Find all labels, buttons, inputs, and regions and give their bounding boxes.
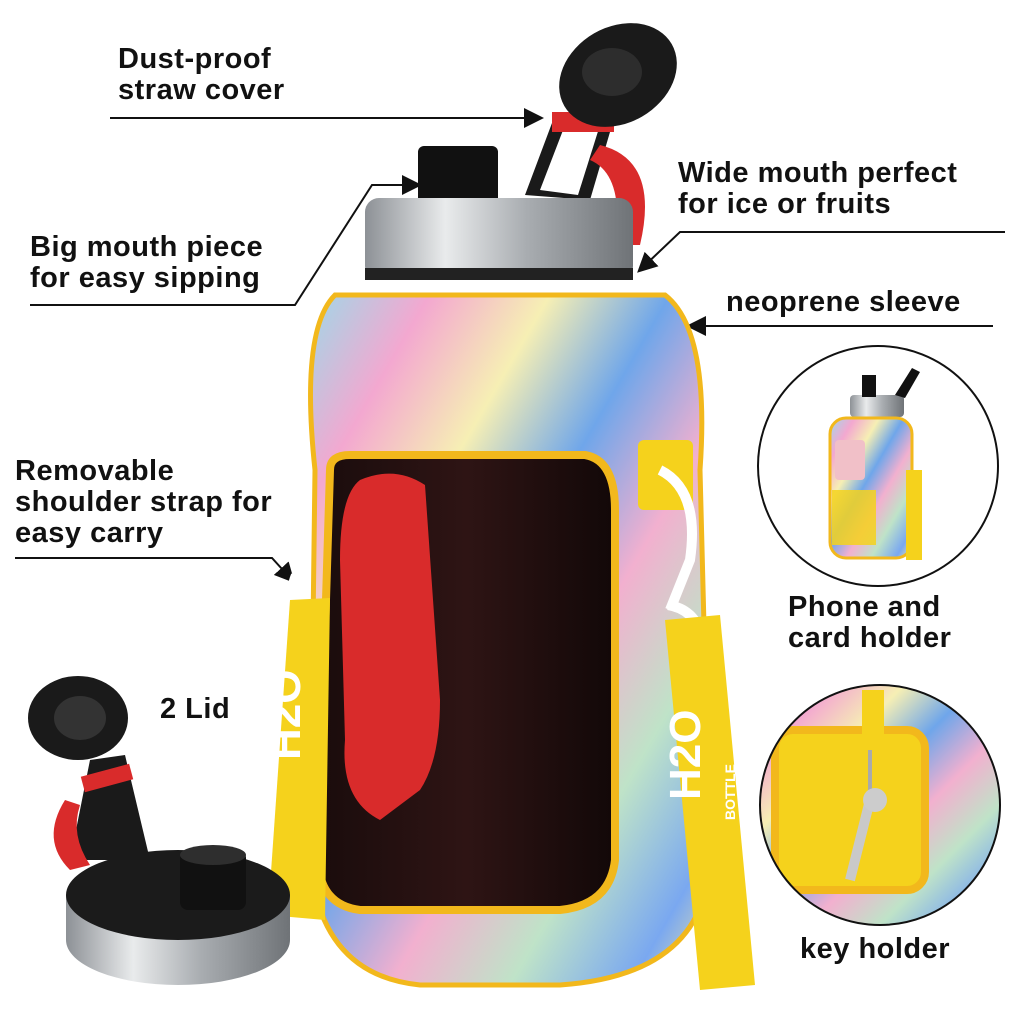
callout-mouth-piece: Big mouth piece for easy sipping: [30, 232, 263, 294]
key-holder-inset: [759, 684, 1001, 926]
callout-wide-mouth: Wide mouth perfect for ice or fruits: [678, 158, 957, 220]
steel-lid: [365, 198, 633, 280]
brand-logo-right: H2O: [661, 710, 710, 800]
strap-clip: [657, 465, 697, 612]
strap-left: [268, 598, 330, 920]
callout-line: Removable: [15, 455, 175, 487]
bottle-handle: [340, 473, 440, 820]
svg-text:BOTTLE: BOTTLE: [722, 764, 738, 820]
strap-pointer: [15, 557, 295, 583]
callout-line: easy carry: [15, 517, 164, 549]
callout-line: shoulder strap for: [15, 486, 273, 518]
callout-line: straw cover: [118, 74, 285, 106]
callout-phone-holder: Phone and card holder: [788, 592, 951, 654]
callout-line: card holder: [788, 622, 952, 654]
callout-line: Dust-proof: [118, 43, 272, 75]
callout-lines: [15, 108, 1005, 583]
callout-sleeve: neoprene sleeve: [726, 286, 961, 318]
callout-strap: Removable shoulder strap for easy carry: [15, 456, 272, 549]
callout-key-holder: key holder: [800, 933, 951, 965]
callout-line: Phone and: [788, 591, 941, 623]
main-bottle: H2O H2O BOTTLE: [261, 23, 755, 990]
callout-line: Big mouth piece: [30, 231, 264, 263]
wide-mouth-pointer: [637, 231, 1005, 273]
strap-right: [665, 615, 755, 990]
spare-lid: [28, 676, 290, 985]
brand-logo-left: H2O: [261, 670, 310, 760]
callout-straw-cover: Dust-proof straw cover: [118, 44, 285, 106]
callout-line: for easy sipping: [30, 262, 261, 294]
phone-holder-inset: [757, 345, 999, 587]
callout-line: for ice or fruits: [678, 188, 892, 220]
mouth-piece-pointer: [30, 175, 422, 306]
callout-lids: 2 Lid: [160, 693, 231, 725]
mouth-piece: [418, 146, 498, 204]
callout-line: Wide mouth perfect: [678, 157, 958, 189]
